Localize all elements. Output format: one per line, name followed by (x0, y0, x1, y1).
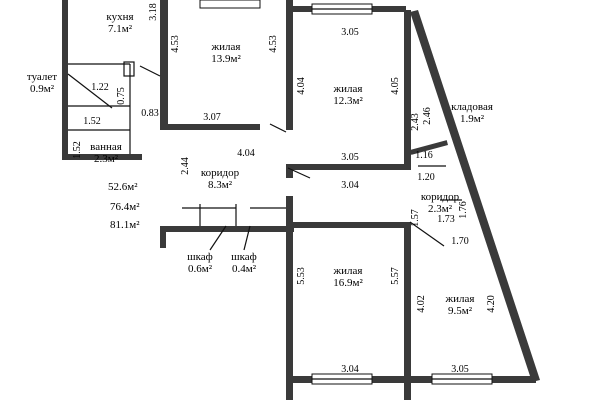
dim-living2-bottom: 3.05 (341, 152, 359, 163)
dim-living3-bottom: 3.04 (341, 364, 359, 375)
dim-bath-door: 0.83 (141, 108, 159, 119)
walls (62, 0, 540, 400)
room-name-kitchen: кухня (106, 11, 133, 23)
door-swing-corridor (287, 167, 311, 179)
dim-living3-left: 5.53 (296, 267, 307, 285)
dim-c2-a: 1.16 (415, 150, 433, 161)
dim-c2-b: 1.20 (417, 172, 435, 183)
wall-living1-living2 (286, 0, 293, 130)
room-name-living3: жилая (333, 265, 363, 277)
wall-wardrobes-top (164, 226, 294, 232)
wall-kitchen-living1 (160, 0, 168, 130)
dim-bath-w: 1.52 (83, 116, 101, 127)
dim-living2-top: 3.05 (341, 27, 359, 38)
room-area-toilet: 0.9м² (30, 83, 55, 95)
room-name-toilet: туалет (27, 71, 57, 83)
leader-wardrobe-2 (243, 225, 251, 251)
room-area-storage: 1.9м² (460, 113, 485, 125)
room-area-living2: 12.3м² (333, 95, 363, 107)
area-totals: 52.6м² 76.4м² 81.1м² (108, 181, 140, 231)
dim-living1-left: 4.53 (170, 35, 181, 53)
wall-living2-stub (286, 164, 293, 178)
total-area-with-storage: 81.1м² (110, 219, 140, 231)
total-living-area: 52.6м² (108, 181, 138, 193)
door-swing-living1 (269, 123, 287, 133)
door-swing-living4 (409, 221, 445, 247)
wall-living2-bottom (286, 164, 406, 170)
dim-living4-bottom: 3.05 (451, 364, 469, 375)
room-area-wardrobe1: 0.6м² (188, 263, 213, 275)
room-name-living2: жилая (333, 83, 363, 95)
total-area: 76.4м² (110, 201, 140, 213)
room-area-corridor2: 2.3м² (428, 203, 453, 215)
door-swing-kitchen (139, 65, 161, 77)
room-area-living3: 16.9м² (333, 277, 363, 289)
wall-living3-living4 (404, 222, 411, 400)
dim-corridor-h: 2.44 (180, 157, 191, 175)
room-name-living4: жилая (445, 293, 475, 305)
dimensions: 3.18 4.53 4.53 3.05 3.07 4.04 4.05 2.46 … (72, 3, 497, 375)
dim-toilet-w: 1.22 (91, 82, 109, 93)
dim-bath-h: 1.52 (72, 141, 83, 159)
room-area-bathroom: 2.3м² (94, 153, 119, 165)
dim-living4-right: 4.20 (486, 295, 497, 313)
room-area-living1: 13.9м² (211, 53, 241, 65)
room-area-kitchen: 7.1м² (108, 23, 133, 35)
dim-c2-e: 1.76 (458, 201, 469, 219)
dim-toilet-h: 0.75 (116, 87, 127, 105)
dim-living2-right: 4.05 (390, 77, 401, 95)
wall-corridor2-bottom (286, 222, 406, 228)
window-living1 (199, 0, 261, 9)
leader-wardrobe-1 (209, 225, 227, 251)
dim-c2-d: 1.73 (437, 214, 455, 225)
outer-wall-diagonal (410, 10, 540, 382)
room-name-bathroom: ванная (90, 141, 122, 153)
dim-c2-c: 1.57 (410, 209, 421, 227)
wall-corridor-right (286, 196, 293, 236)
room-area-corridor1: 8.3м² (208, 179, 233, 191)
dim-storage-b: 2.43 (410, 113, 421, 131)
wall-bottom (286, 376, 536, 383)
dim-corridor-bottom: 3.04 (341, 180, 359, 191)
wall-living1-bottom (160, 124, 260, 130)
windows (199, 0, 493, 385)
wall-living3-left (286, 222, 293, 400)
room-area-living4: 9.5м² (448, 305, 473, 317)
dim-living2-left: 4.04 (296, 77, 307, 95)
room-name-living1: жилая (211, 41, 241, 53)
room-name-storage: кладовая (451, 101, 493, 113)
outer-wall-left (62, 0, 68, 160)
wall-living2-right (404, 10, 411, 170)
room-name-wardrobe2: шкаф (231, 251, 257, 263)
wall-storage (410, 140, 448, 155)
room-name-corridor2: коридор (421, 191, 460, 203)
wall-wardrobe-left (160, 226, 166, 248)
room-area-wardrobe2: 0.4м² (232, 263, 257, 275)
dim-living1-bottom: 3.07 (203, 112, 221, 123)
dim-c2-f: 1.70 (451, 236, 469, 247)
kitchen-stove (123, 61, 135, 77)
fixtures (67, 61, 462, 251)
dim-living1-right: 4.53 (268, 35, 279, 53)
room-name-corridor1: коридор (201, 167, 240, 179)
room-labels: кухня 7.1м² жилая 13.9м² жилая 12.3м² ту… (27, 11, 493, 317)
dim-storage-a: 2.46 (422, 107, 433, 125)
dim-kitchen-h: 3.18 (148, 3, 159, 21)
dim-living3-right: 5.57 (390, 267, 401, 285)
dim-living4-left: 4.02 (416, 295, 427, 313)
dim-corridor-w: 4.04 (237, 148, 255, 159)
room-name-wardrobe1: шкаф (187, 251, 213, 263)
wall-bath-bottom (62, 154, 142, 160)
